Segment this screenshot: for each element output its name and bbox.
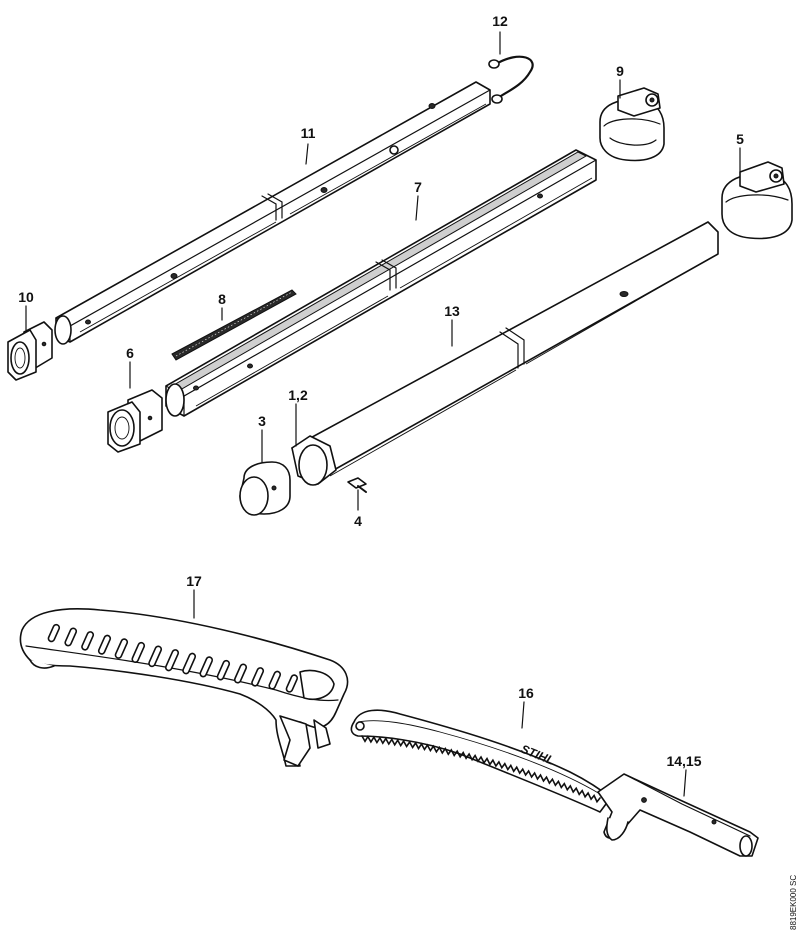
scabbard-slot xyxy=(81,631,95,651)
callout-3: 3 xyxy=(258,413,266,429)
scabbard-vent-slots xyxy=(47,623,299,693)
scabbard-slot xyxy=(47,623,61,643)
callout-10: 10 xyxy=(18,289,34,305)
callout-17: 17 xyxy=(186,573,202,589)
scabbard-slot xyxy=(64,627,78,647)
scabbard-slot xyxy=(199,656,214,678)
saw-handle-icon xyxy=(597,773,759,857)
pole-section-11-icon xyxy=(54,81,491,345)
screw-icon xyxy=(347,477,367,493)
scabbard-slot xyxy=(148,645,163,668)
leader-lines xyxy=(25,31,741,797)
wire-bail-icon xyxy=(488,55,534,104)
callout-16: 16 xyxy=(518,685,534,701)
callout-5: 5 xyxy=(736,131,744,147)
callout-7: 7 xyxy=(414,179,422,195)
callout-11: 11 xyxy=(301,125,316,141)
scabbard-slot xyxy=(216,659,231,681)
callout-4: 4 xyxy=(354,513,362,529)
saw-tooth-edge xyxy=(361,735,601,804)
end-cap-3-icon xyxy=(239,461,291,516)
scabbard-slot xyxy=(114,638,129,659)
scabbard-slot xyxy=(233,663,248,684)
saw-teeth xyxy=(361,735,601,804)
end-cap-6-icon xyxy=(107,389,163,453)
rubber-strip-icon xyxy=(171,289,297,361)
callout-14-15: 14,15 xyxy=(666,753,701,769)
callout-13: 13 xyxy=(444,303,460,319)
scabbard-slot xyxy=(251,667,265,687)
pole-section-13-icon xyxy=(291,221,719,486)
scabbard-slot xyxy=(164,649,180,672)
callout-12: 12 xyxy=(492,13,508,29)
scabbard-slot xyxy=(285,674,299,693)
clamp-9-icon xyxy=(599,87,665,162)
scabbard-slot xyxy=(131,641,146,664)
end-cap-10-icon xyxy=(7,321,53,381)
scabbard-slot xyxy=(97,634,112,655)
reference-code: 8819EK000 SC xyxy=(789,875,798,930)
clamp-5-icon xyxy=(721,161,793,240)
scabbard-slot xyxy=(268,670,282,690)
callout-9: 9 xyxy=(616,63,624,79)
callout-1-2: 1,2 xyxy=(288,387,308,403)
callout-8: 8 xyxy=(218,291,226,307)
pole-section-7-icon xyxy=(165,149,597,417)
callout-6: 6 xyxy=(126,345,134,361)
scabbard-slot xyxy=(182,652,197,675)
